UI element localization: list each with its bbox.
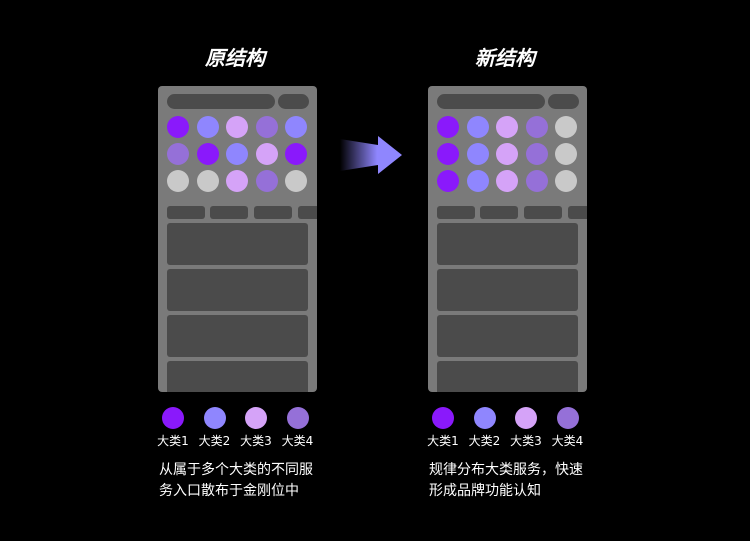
content-card	[167, 223, 308, 265]
category-icon-cat1	[196, 143, 219, 165]
tab-placeholder	[210, 206, 248, 219]
legend-swatch-cat2	[473, 407, 496, 429]
tab-placeholder	[437, 206, 475, 219]
category-icon-neutral	[555, 170, 577, 192]
legend-label: 大类4	[551, 434, 584, 448]
content-card	[437, 269, 578, 311]
category-icon-cat4	[255, 116, 278, 138]
category-icon-cat2	[196, 116, 219, 138]
content-card	[437, 223, 578, 265]
desc-line: 务入口散布于金刚位中	[159, 483, 299, 499]
legend-label: 大类3	[240, 434, 272, 448]
category-icon-cat2	[226, 143, 248, 165]
search-button-placeholder	[278, 94, 309, 109]
content-card	[167, 315, 308, 357]
legend-label: 大类3	[510, 434, 542, 448]
legend-swatch-cat3	[245, 407, 267, 429]
category-icon-cat2	[466, 116, 489, 138]
right-title: 新结构	[475, 46, 535, 70]
legend-swatch-cat1	[162, 407, 184, 429]
legend-label: 大类1	[157, 434, 189, 448]
arrow-right-icon	[340, 136, 402, 174]
category-icon-neutral	[196, 170, 219, 192]
tab-placeholder	[254, 206, 292, 219]
category-icon-cat3	[496, 170, 518, 192]
category-icon-cat1	[437, 170, 459, 192]
category-icon-cat4	[255, 170, 278, 192]
category-icon-neutral	[555, 143, 577, 165]
category-icon-cat4	[525, 116, 548, 138]
legend-swatch-cat2	[203, 407, 226, 429]
category-icon-cat1	[437, 143, 459, 165]
legend-swatch-cat1	[432, 407, 454, 429]
left-title: 原结构	[205, 46, 265, 70]
category-icon-cat3	[496, 143, 518, 165]
category-icon-cat4	[525, 143, 548, 165]
legend-label: 大类4	[281, 434, 314, 448]
category-icon-cat3	[255, 143, 278, 165]
category-icon-cat2	[466, 170, 489, 192]
search-bar-placeholder	[437, 94, 545, 109]
content-card	[167, 361, 308, 392]
left-phone-mockup	[158, 86, 317, 392]
tab-placeholder	[524, 206, 562, 219]
category-icon-cat4	[525, 170, 548, 192]
content-card	[167, 269, 308, 311]
tab-placeholder	[298, 206, 317, 219]
content-card	[437, 361, 578, 392]
legend-label: 大类2	[198, 434, 231, 448]
tab-placeholder	[568, 206, 587, 219]
tab-placeholder	[480, 206, 518, 219]
category-icon-cat1	[437, 116, 459, 138]
category-icon-cat4	[167, 143, 189, 165]
desc-line: 从属于多个大类的不同服	[159, 462, 313, 478]
category-icon-cat1	[285, 143, 307, 165]
right-phone-mockup	[428, 86, 587, 392]
legend-swatch-cat4	[286, 407, 309, 429]
category-icon-cat1	[167, 116, 189, 138]
legend-label: 大类2	[468, 434, 501, 448]
search-bar-placeholder	[167, 94, 275, 109]
category-icon-cat3	[496, 116, 518, 138]
right-description: 规律分布大类服务，快速 形成品牌功能认知	[429, 460, 599, 502]
category-icon-cat2	[466, 143, 489, 165]
legend-swatch-cat3	[515, 407, 537, 429]
category-icon-cat2	[285, 116, 307, 138]
category-icon-neutral	[555, 116, 577, 138]
content-card	[437, 315, 578, 357]
category-icon-cat3	[226, 116, 248, 138]
category-icon-neutral	[285, 170, 307, 192]
left-description: 从属于多个大类的不同服 务入口散布于金刚位中	[159, 460, 329, 502]
tab-placeholder	[167, 206, 205, 219]
category-icon-neutral	[167, 170, 189, 192]
legend-swatch-cat4	[556, 407, 579, 429]
search-button-placeholder	[548, 94, 579, 109]
category-icon-cat3	[226, 170, 248, 192]
desc-line: 形成品牌功能认知	[429, 483, 541, 499]
desc-line: 规律分布大类服务，快速	[429, 462, 583, 478]
legend-label: 大类1	[427, 434, 459, 448]
